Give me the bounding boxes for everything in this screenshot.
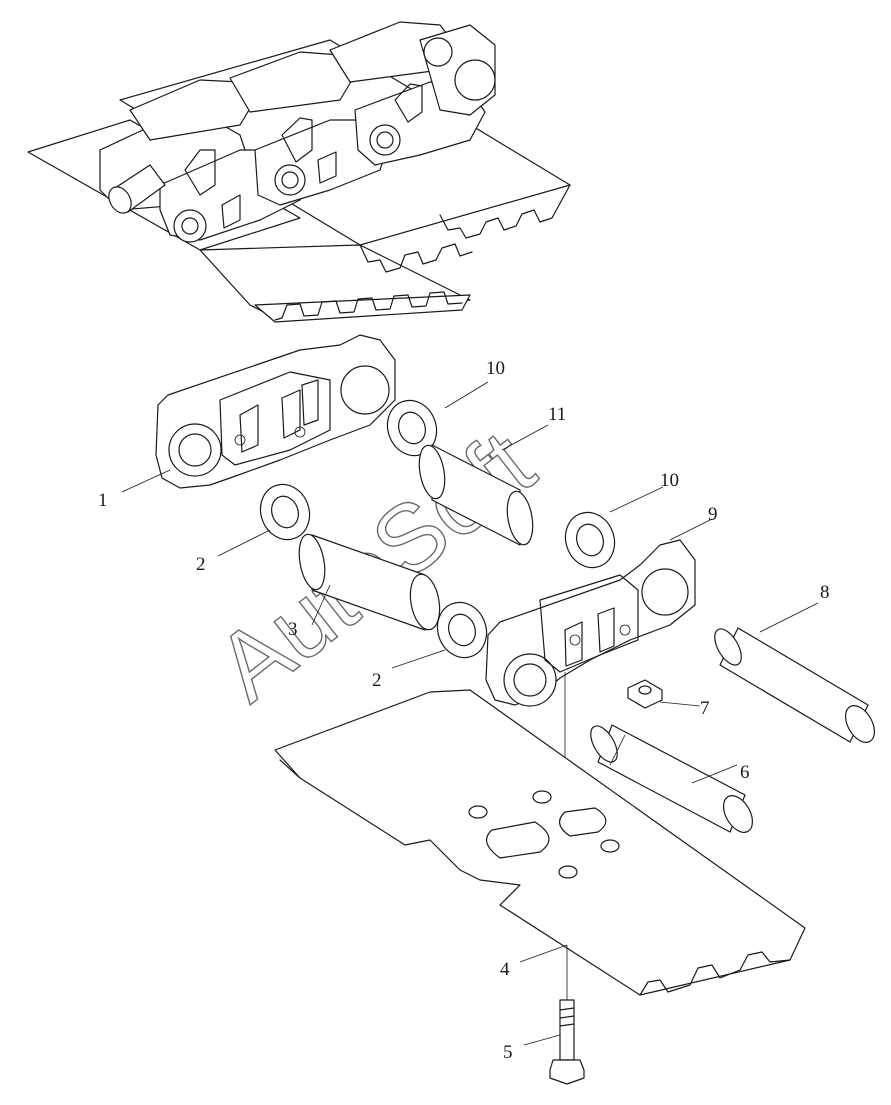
part-11-pin bbox=[418, 444, 534, 546]
part-2-upper-spacer bbox=[259, 483, 311, 541]
callout-6: 6 bbox=[740, 762, 750, 783]
part-2-lower-spacer bbox=[436, 601, 488, 659]
callout-2-upper: 2 bbox=[196, 554, 206, 575]
part-5-bolt bbox=[549, 945, 585, 1085]
part-3-bushing bbox=[298, 533, 441, 631]
part-7-nut bbox=[627, 679, 663, 709]
callout-7: 7 bbox=[700, 698, 710, 719]
callout-5: 5 bbox=[503, 1042, 513, 1063]
assembled-track-section bbox=[27, 21, 571, 323]
callout-1: 1 bbox=[98, 490, 108, 511]
callout-8: 8 bbox=[820, 582, 830, 603]
part-8-long-pin bbox=[714, 627, 876, 743]
leader-lines bbox=[121, 381, 819, 1046]
part-10-lower-seal bbox=[564, 511, 616, 569]
part-4-track-shoe bbox=[274, 689, 806, 996]
callout-2-lower: 2 bbox=[372, 670, 382, 691]
part-1-left-link bbox=[155, 334, 396, 489]
part-10-upper-seal bbox=[386, 399, 438, 457]
callout-9: 9 bbox=[708, 504, 718, 525]
callout-4: 4 bbox=[500, 959, 510, 980]
callout-10-lower: 10 bbox=[660, 470, 679, 491]
part-9-right-link bbox=[485, 539, 696, 870]
callout-11: 11 bbox=[548, 404, 566, 425]
part-6-short-pin bbox=[590, 724, 754, 833]
callout-10-upper: 10 bbox=[486, 358, 505, 379]
callout-3: 3 bbox=[288, 619, 298, 640]
